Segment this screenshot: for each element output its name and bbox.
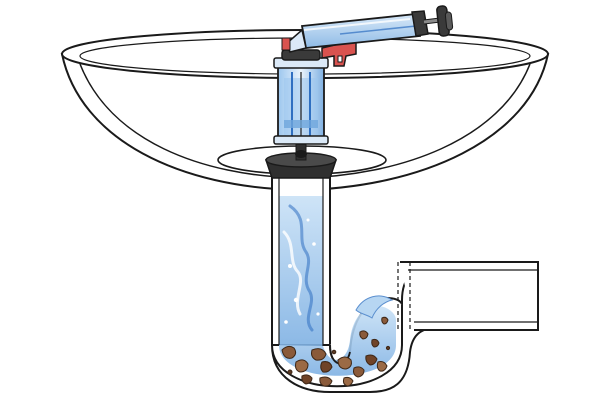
pressure-cylinder bbox=[273, 49, 329, 158]
tailpiece-pipe bbox=[271, 167, 331, 346]
water-swirl-1 bbox=[288, 204, 314, 332]
elbow-splash bbox=[355, 295, 394, 319]
horizontal-drain-pipe bbox=[355, 261, 539, 331]
trigger bbox=[321, 39, 357, 67]
clog-debris bbox=[281, 316, 391, 387]
pump-handle bbox=[436, 5, 454, 37]
pump-barrel bbox=[281, 10, 429, 53]
